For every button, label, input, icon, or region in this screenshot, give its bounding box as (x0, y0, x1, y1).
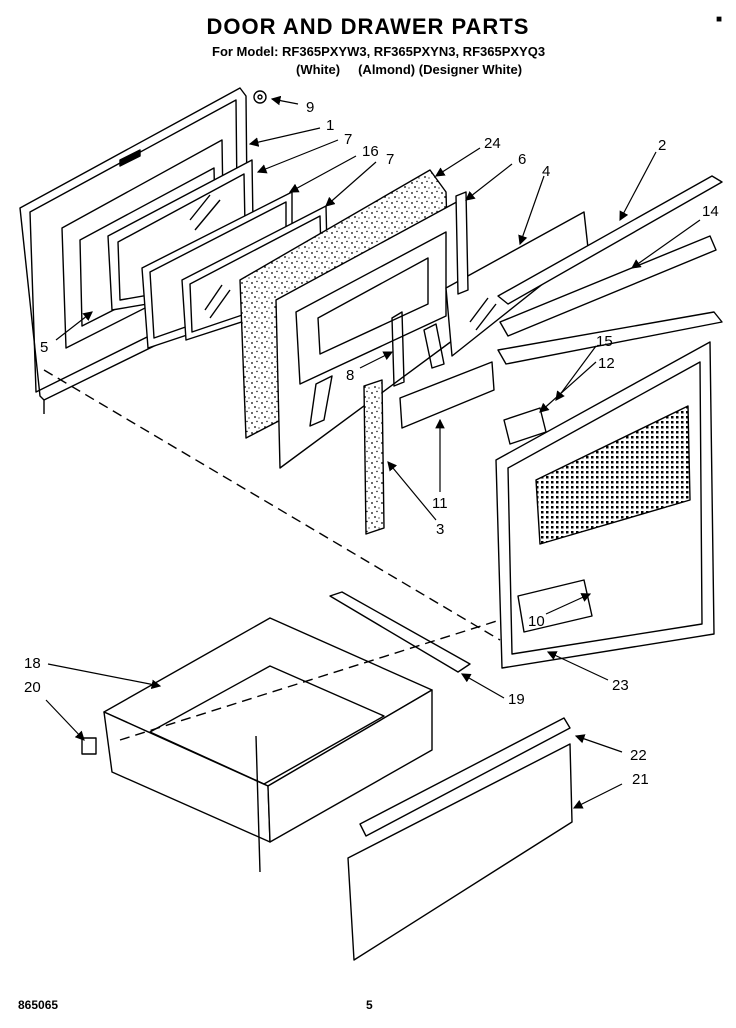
document-code: 865065 (18, 998, 59, 1012)
callout-7b: 7 (386, 151, 394, 168)
callout-6: 6 (518, 151, 526, 168)
callout-24: 24 (484, 135, 501, 152)
drawer-front-panel (347, 743, 573, 961)
diagram-title: DOOR AND DRAWER PARTS (206, 14, 530, 39)
callout-3: 3 (436, 521, 444, 538)
callout-4: 4 (542, 163, 550, 180)
callout-23: 23 (612, 677, 629, 694)
door-hinge-bracket (455, 191, 469, 295)
door-vent-baffle (399, 361, 495, 429)
screw-part (253, 90, 267, 104)
leader-lines (45, 95, 701, 809)
callout-11: 11 (432, 495, 448, 512)
callout-7a: 7 (344, 131, 352, 148)
callout-5: 5 (40, 339, 48, 356)
drawer-body (103, 617, 433, 873)
callout-8: 8 (346, 367, 354, 384)
callout-16: 16 (362, 143, 379, 160)
drawer-front-trim (359, 717, 571, 837)
callout-9: 9 (306, 99, 314, 116)
page-number: 5 (366, 998, 373, 1012)
callout-1: 1 (326, 117, 334, 134)
callout-18: 18 (24, 655, 41, 672)
callout-10: 10 (528, 613, 545, 630)
drawer-slide-clip (81, 737, 97, 755)
color-variants: (White) (Almond) (Designer White) (296, 62, 523, 77)
callout-21: 21 (632, 771, 649, 788)
callout-labels: 9 1 7 16 7 24 6 2 4 14 5 15 12 8 11 3 10… (24, 99, 719, 788)
callout-19: 19 (508, 691, 525, 708)
corner-mark: ■ (716, 14, 723, 25)
callout-12: 12 (598, 355, 615, 372)
insulation-strip (363, 379, 385, 535)
callout-15: 15 (596, 333, 613, 350)
callout-20: 20 (24, 679, 41, 696)
callout-2: 2 (658, 137, 666, 154)
door-frame-assembly (495, 311, 723, 669)
callout-22: 22 (630, 747, 647, 764)
door-top-trim (497, 175, 723, 305)
model-numbers: For Model: RF365PXYW3, RF365PXYN3, RF365… (212, 44, 546, 59)
callout-14: 14 (702, 203, 719, 220)
